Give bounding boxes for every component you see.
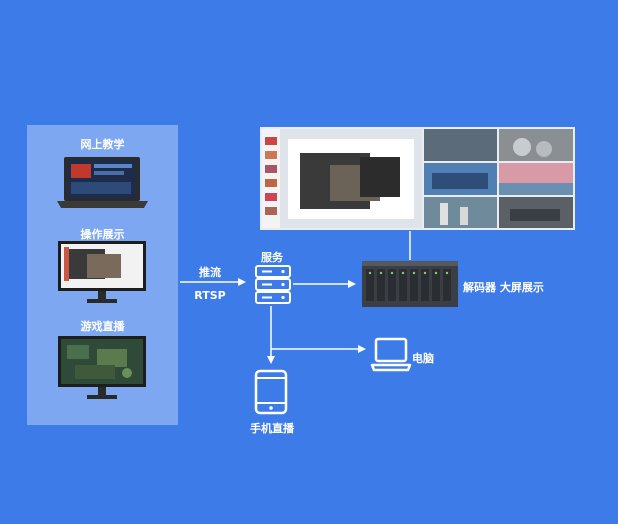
monitor-icon (58, 241, 146, 303)
link-label-push: 推流 (199, 266, 221, 279)
pc-label: 电脑 (412, 352, 434, 365)
laptop-icon (57, 157, 148, 208)
server-icon (255, 265, 291, 304)
monitor-icon (58, 336, 146, 399)
phone-label: 手机直播 (250, 422, 294, 435)
laptop-outline-icon (370, 337, 412, 372)
link-label-rtsp: RTSP (194, 289, 226, 302)
phone-icon (254, 369, 288, 415)
server-label: 服务 (261, 251, 283, 264)
source-label-operation: 操作展示 (80, 228, 125, 241)
source-label-teaching: 网上教学 (80, 138, 125, 151)
video-wall-icon (260, 127, 575, 230)
source-label-game: 游戏直播 (80, 320, 125, 333)
decoder-icon (362, 261, 458, 307)
decoder-label: 解码器 大屏展示 (463, 281, 544, 294)
